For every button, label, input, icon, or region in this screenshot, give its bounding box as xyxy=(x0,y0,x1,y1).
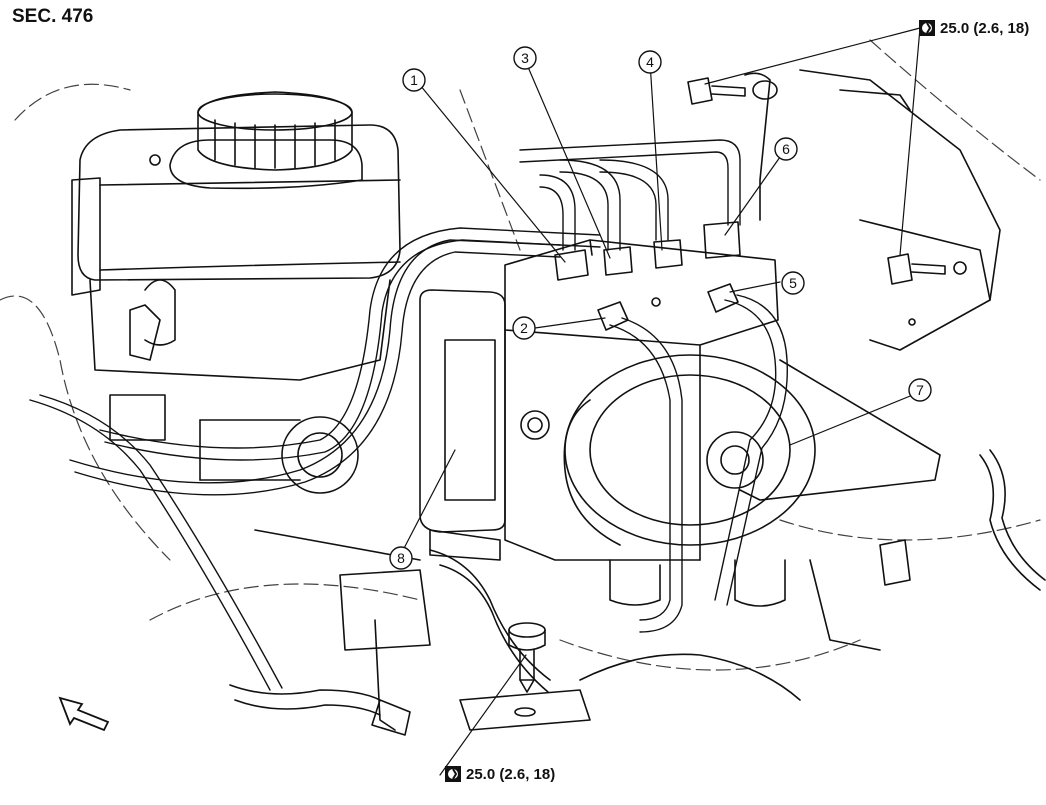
callout-2-label: 2 xyxy=(520,320,528,336)
lower-bracket xyxy=(339,569,591,736)
brake-fluid-reservoir xyxy=(71,91,401,296)
torque-spec-bottom: 25.0 (2.6, 18) xyxy=(444,765,555,783)
torque-spec-top-right: 25.0 (2.6, 18) xyxy=(918,19,1029,37)
callouts xyxy=(389,46,932,570)
callout-3-label: 3 xyxy=(521,50,529,66)
torque-value-top-right: 25.0 (2.6, 18) xyxy=(940,19,1030,37)
callout-2 xyxy=(512,316,536,340)
actuator-bracket xyxy=(739,69,1001,651)
leader-lines xyxy=(399,27,921,776)
section-title: SEC. 476 xyxy=(12,6,94,27)
callout-8 xyxy=(389,546,413,570)
actuator-connector xyxy=(419,289,506,561)
front-direction-arrow-icon xyxy=(58,696,110,732)
callout-7-label: 7 xyxy=(916,382,924,398)
callout-4 xyxy=(638,50,662,74)
brake-pipes xyxy=(29,139,788,691)
torque-wrench-icon xyxy=(445,766,461,782)
callout-1 xyxy=(402,68,426,92)
callout-5-label: 5 xyxy=(789,275,797,291)
mounting-bolt-top xyxy=(687,77,778,105)
callout-7 xyxy=(908,378,932,402)
callout-5 xyxy=(781,271,805,295)
callout-6-label: 6 xyxy=(782,141,790,157)
ground-cable xyxy=(879,449,1046,591)
mounting-bolt-right xyxy=(887,253,946,285)
hoses xyxy=(229,549,801,716)
master-cylinder xyxy=(89,279,421,561)
torque-value-bottom: 25.0 (2.6, 18) xyxy=(466,765,556,783)
actuator-block xyxy=(504,221,779,561)
pipe-fittings xyxy=(554,221,741,331)
callout-6 xyxy=(774,137,798,161)
pump-motor xyxy=(563,354,816,607)
callout-8-label: 8 xyxy=(397,550,405,566)
torque-wrench-icon xyxy=(919,20,935,36)
callout-3 xyxy=(513,46,537,70)
callout-1-label: 1 xyxy=(410,72,418,88)
mounting-bolt-bottom xyxy=(508,622,546,693)
callout-4-label: 4 xyxy=(646,54,654,70)
